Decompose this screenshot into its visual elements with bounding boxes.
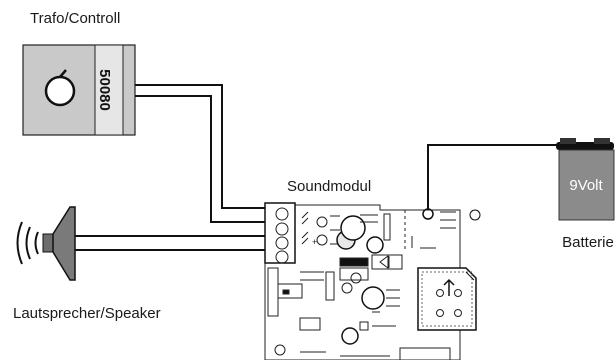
- soundmodul-label: Soundmodul: [287, 178, 371, 195]
- battery-label: Batterie: [562, 234, 614, 251]
- speaker-cable: [74, 235, 267, 251]
- svg-text:+: +: [312, 237, 317, 247]
- trafo-controller-icon: 50080: [22, 44, 136, 136]
- battery-cable: [427, 144, 560, 214]
- battery-9v-icon: 9Volt: [556, 138, 615, 221]
- circuit-board-icon: +: [264, 202, 481, 360]
- trafo-cable: [135, 84, 267, 223]
- trafo-code: 50080: [96, 69, 113, 111]
- speaker-label: Lautsprecher/Speaker: [13, 305, 161, 322]
- battery-face-text: 9Volt: [569, 177, 603, 194]
- trafo-label: Trafo/Controll: [30, 10, 120, 27]
- speaker-icon: [16, 206, 76, 281]
